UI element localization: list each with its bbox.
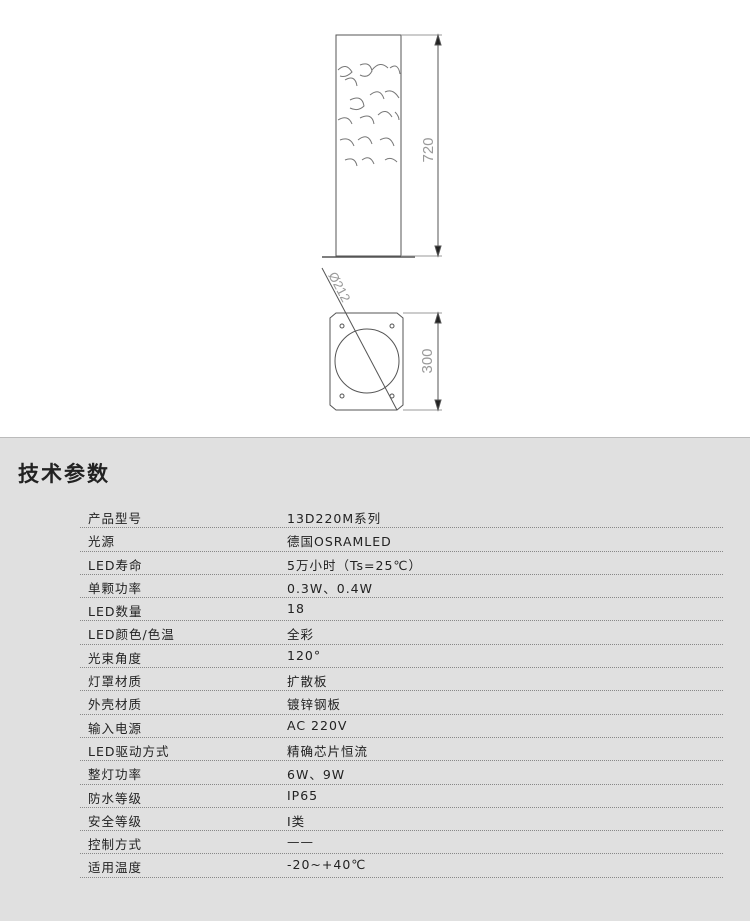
spec-label: 光源 [88, 534, 116, 550]
spec-value: 德国OSRAMLED [287, 534, 392, 550]
spec-label: 控制方式 [88, 837, 143, 853]
spec-value: IP65 [287, 787, 319, 803]
spec-label: LED数量 [88, 604, 143, 620]
spec-row: 防水等级 IP65 [80, 785, 723, 808]
spec-value: 0.3W、0.4W [287, 580, 373, 596]
height-dimension-label: 720 [420, 137, 437, 162]
spec-value: 6W、9W [287, 767, 346, 783]
spec-row: LED颜色/色温 全彩 [80, 621, 723, 645]
spec-row: 安全等级 Ⅰ类 [80, 808, 723, 832]
spec-value: 5万小时（Ts=25℃） [287, 557, 422, 573]
spec-value: —— [287, 834, 314, 850]
spec-row: 适用温度 -20~+40℃ [80, 854, 723, 878]
spec-value: 精确芯片恒流 [287, 743, 369, 759]
spec-row: 外壳材质 镀锌钢板 [80, 691, 723, 715]
spec-row: 整灯功率 6W、9W [80, 761, 723, 785]
spec-label: 适用温度 [88, 860, 143, 876]
lamp-front-view [335, 34, 402, 257]
lamp-drawing-svg: 720 300 Ø212 [321, 33, 442, 412]
technical-drawing: 720 300 Ø212 [0, 0, 750, 437]
diameter-dimension-label: Ø212 [325, 269, 353, 304]
spec-row: 光束角度 120° [80, 645, 723, 669]
body-circle [334, 328, 400, 394]
spec-row: 光源 德国OSRAMLED [80, 528, 723, 552]
spec-label: 外壳材质 [88, 697, 143, 713]
specs-table: 产品型号 13D220M系列光源 德国OSRAMLED LED寿命 5万小时（Ts=25… [80, 505, 723, 878]
spec-label: 产品型号 [88, 511, 143, 526]
ginkgo-pattern [337, 63, 401, 167]
diameter-dimension-line [321, 267, 398, 411]
specs-title: 技术参数 [18, 462, 110, 486]
spec-value: 全彩 [287, 627, 315, 643]
spec-row: LED数量 18 [80, 598, 723, 622]
spec-value: 18 [287, 601, 305, 617]
spec-value: 120° [287, 647, 322, 663]
spec-row: 产品型号 13D220M系列 [80, 505, 723, 529]
spec-label: 防水等级 [88, 790, 143, 806]
specs-section: 技术参数 产品型号 13D220M系列光源 德国OSRAMLED LED寿命 5万小时（… [0, 437, 750, 921]
spec-value: 镀锌钢板 [287, 697, 342, 713]
spec-row: LED寿命 5万小时（Ts=25℃） [80, 552, 723, 575]
spec-label: 整灯功率 [88, 767, 143, 783]
spec-row: 控制方式 —— [80, 831, 723, 855]
spec-label: 安全等级 [88, 813, 143, 829]
spec-value: 扩散板 [287, 674, 328, 690]
spec-label: 光束角度 [88, 650, 143, 666]
spec-value: 13D220M系列 [287, 511, 382, 526]
spec-row: 输入电源 AC 220V [80, 715, 723, 738]
spec-value: AC 220V [287, 717, 348, 733]
spec-row: 单颗功率 0.3W、0.4W [80, 575, 723, 599]
spec-row: LED驱动方式 精确芯片恒流 [80, 738, 723, 762]
spec-value: Ⅰ类 [287, 813, 306, 829]
spec-label: LED颜色/色温 [88, 627, 175, 643]
spec-label: 输入电源 [88, 720, 143, 736]
spec-value: -20~+40℃ [287, 857, 367, 873]
base-plate-top-view [329, 312, 404, 411]
spec-label: LED驱动方式 [88, 743, 170, 759]
spec-row: 灯罩材质 扩散板 [80, 668, 723, 692]
spec-label: 灯罩材质 [88, 674, 143, 690]
base-dimension-label: 300 [419, 348, 436, 373]
spec-label: 单颗功率 [88, 580, 143, 596]
spec-label: LED寿命 [88, 557, 143, 573]
